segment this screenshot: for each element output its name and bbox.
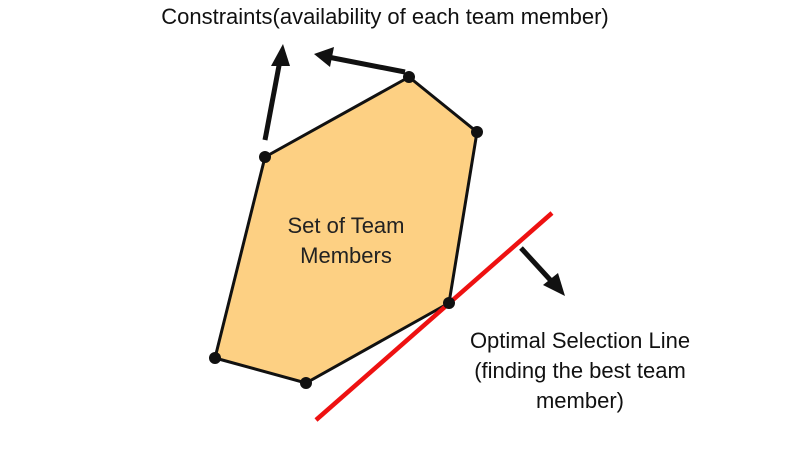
region-label: Set of Team Members bbox=[260, 211, 432, 271]
optimal-selection-line bbox=[314, 211, 554, 422]
optimal-line-label-line: Optimal Selection Line bbox=[469, 328, 691, 353]
optimal-line-label-line: member) bbox=[535, 388, 624, 413]
constraints-title: Constraints(availability of each team me… bbox=[161, 4, 609, 29]
optimization-direction-arrow-head bbox=[543, 273, 565, 296]
constraint-arrow-up bbox=[262, 54, 284, 141]
vertex-point bbox=[403, 71, 415, 83]
vertex-point bbox=[300, 377, 312, 389]
optimization-direction-arrow bbox=[519, 246, 556, 286]
region-label-line: Set of Team bbox=[287, 213, 405, 238]
constraint-arrow-left bbox=[327, 54, 406, 75]
optimal-line-label: Optimal Selection Line (finding the best… bbox=[430, 326, 730, 416]
vertex-point bbox=[259, 151, 271, 163]
constraint-arrow-left-head bbox=[314, 47, 334, 67]
vertex-point bbox=[209, 352, 221, 364]
vertex-point bbox=[443, 297, 455, 309]
constraint-arrow-up-head bbox=[271, 44, 290, 66]
region-label-line: Members bbox=[300, 243, 392, 268]
optimal-line-label-line: (finding the best team bbox=[474, 358, 686, 383]
vertex-point bbox=[471, 126, 483, 138]
